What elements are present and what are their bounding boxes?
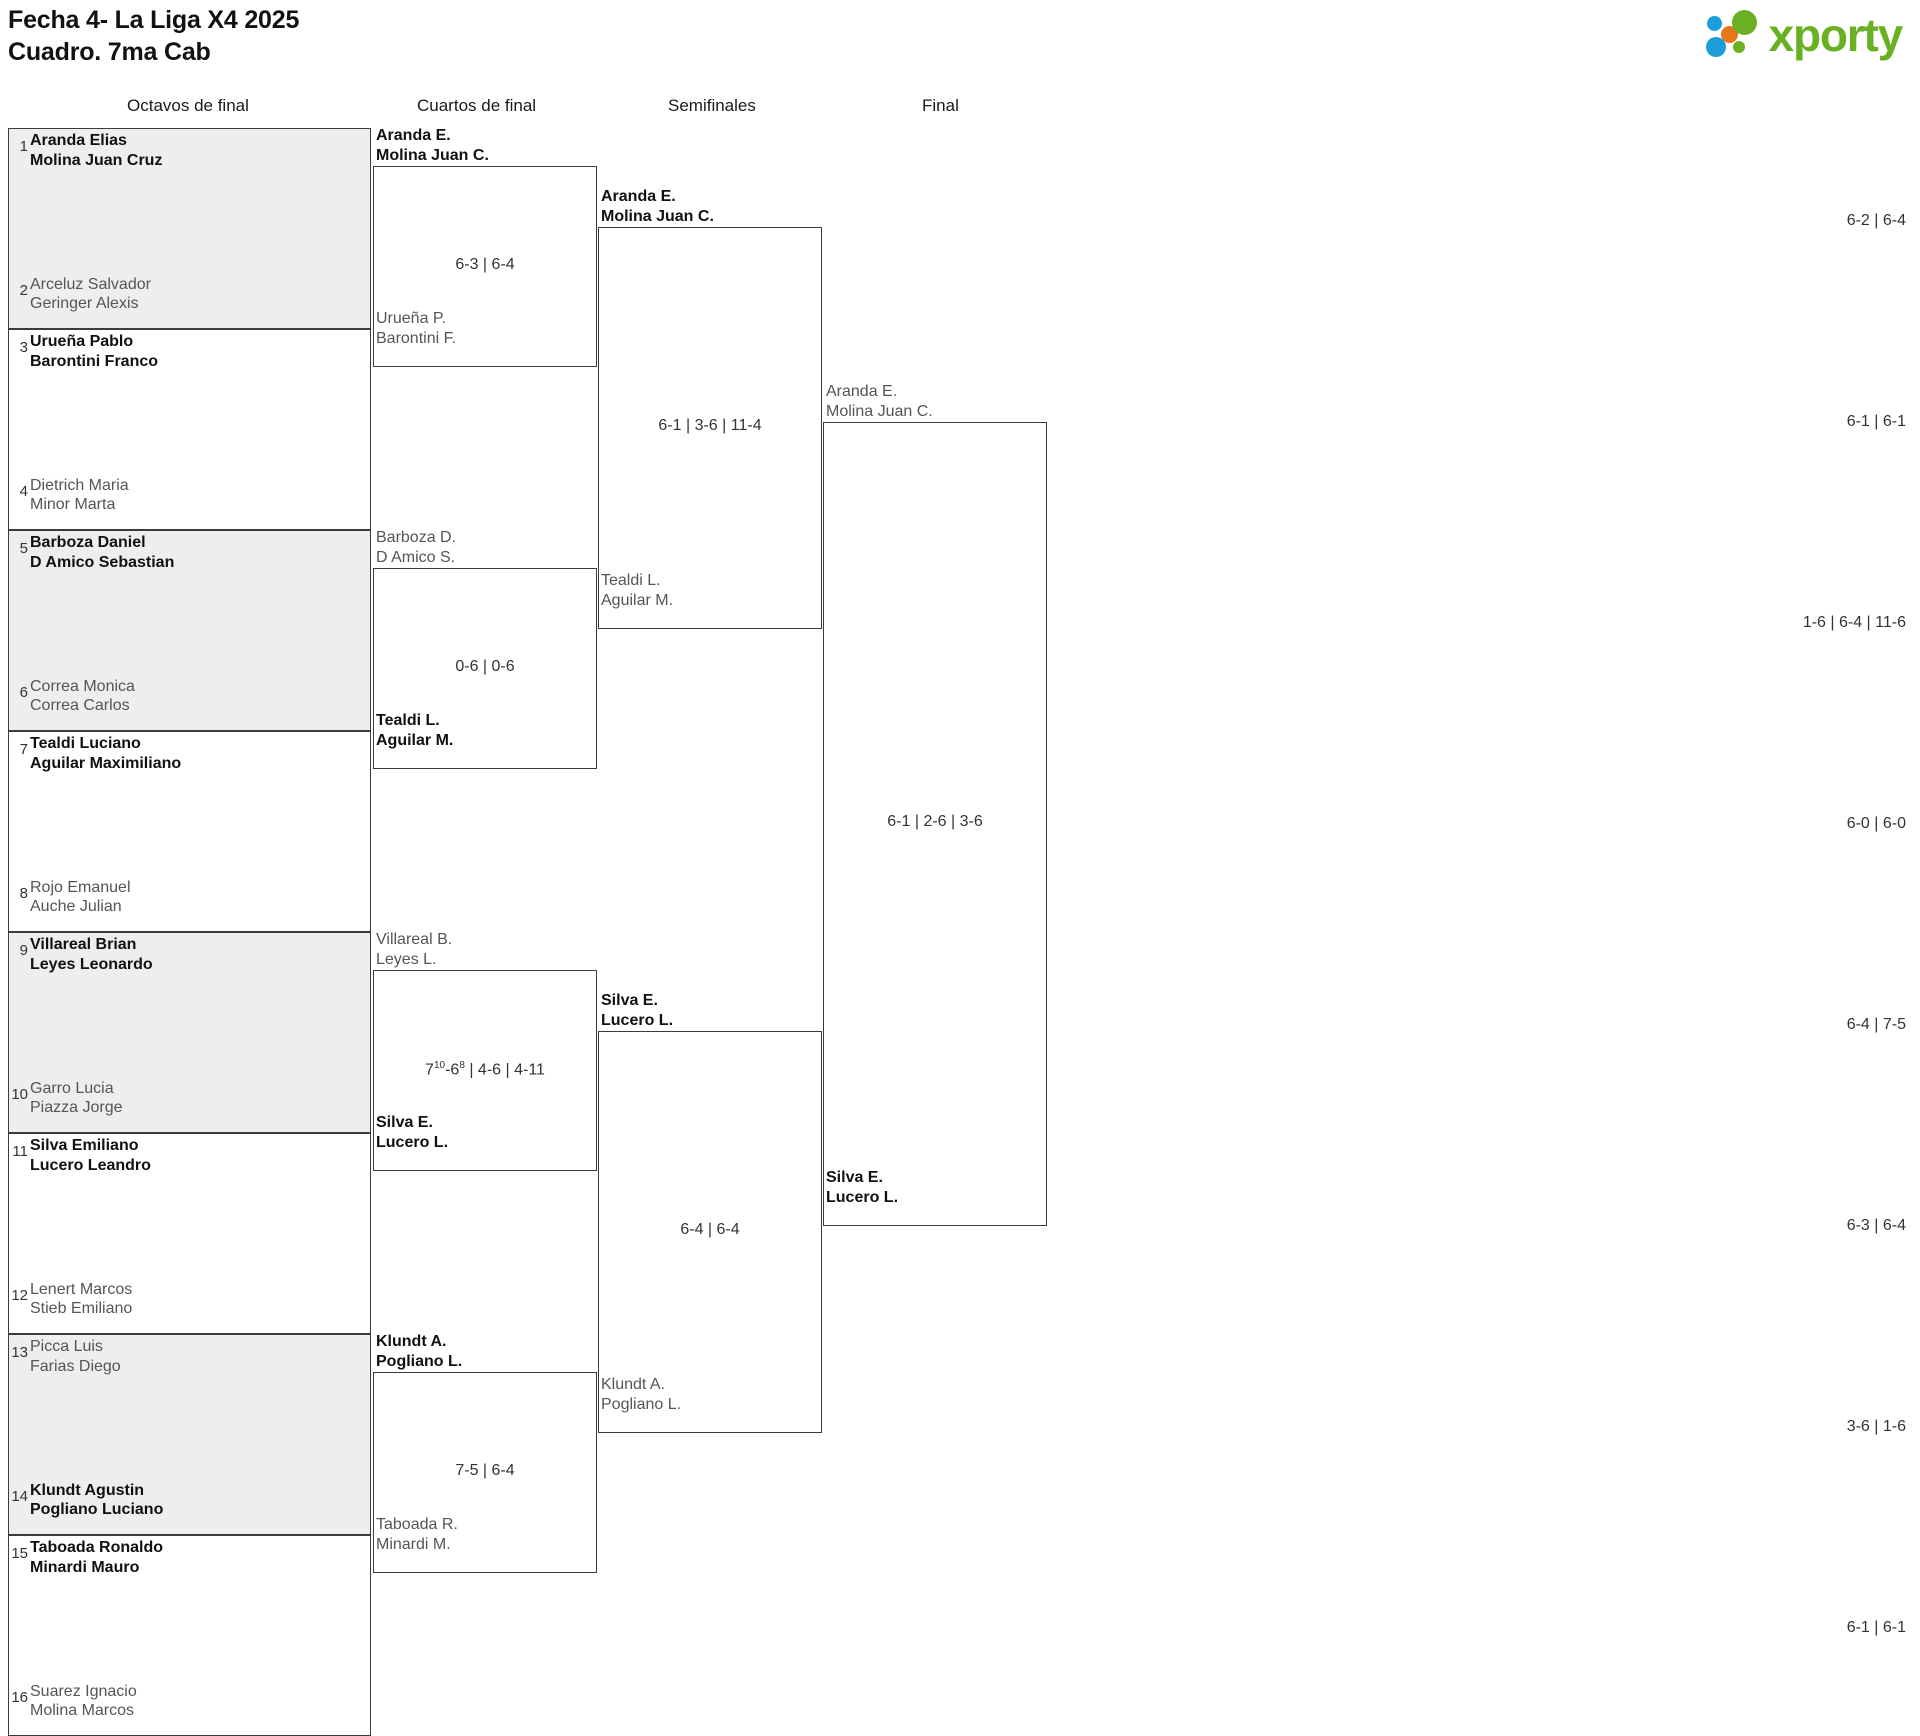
r1-seed-10: 10 [11, 1085, 28, 1103]
r1-team-5-top[interactable]: Villareal Brian Leyes Leonardo [30, 936, 153, 973]
r1-team-7-top[interactable]: Picca Luis Farias Diego [30, 1338, 121, 1375]
r1-seed-3: 3 [19, 339, 28, 356]
r1-score-3: 1-6 | 6-4 | 11-6 [1802, 613, 1906, 631]
r3-team-2-top[interactable]: Silva E. Lucero L. [601, 992, 674, 1029]
r1-team-1-top[interactable]: Aranda Elias Molina Juan Cruz [30, 132, 163, 169]
r1-team-3-top[interactable]: Barboza Daniel D Amico Sebastian [30, 534, 175, 571]
r1-team-3-bottom[interactable]: Correa Monica Correa Carlos [30, 677, 135, 715]
r1-team-2-bottom[interactable]: Dietrich Maria Minor Marta [30, 476, 129, 514]
r1-team-7-bottom[interactable]: Klundt Agustin Pogliano Luciano [30, 1481, 164, 1519]
r2-match-3[interactable] [373, 970, 597, 1171]
r1-seed-1: 1 [19, 138, 28, 155]
r1-score-1: 6-2 | 6-4 [1846, 211, 1906, 229]
r2-team-1-top[interactable]: Aranda E. Molina Juan C. [376, 127, 489, 164]
r2-score-1: 6-3 | 6-4 [455, 255, 515, 273]
r1-team-8-bottom[interactable]: Suarez Ignacio Molina Marcos [30, 1682, 137, 1720]
r1-team-8-top[interactable]: Taboada Ronaldo Minardi Mauro [30, 1539, 164, 1576]
r2-team-4-bottom[interactable]: Taboada R. Minardi M. [376, 1516, 458, 1553]
r4-team-1-bottom[interactable]: Silva E. Lucero L. [826, 1169, 899, 1206]
logo-dot-blue-small-icon [1706, 16, 1722, 31]
r1-team-4-top[interactable]: Tealdi Luciano Aguilar Maximiliano [30, 735, 182, 772]
r1-match-2[interactable] [8, 329, 371, 530]
r1-seed-7: 7 [19, 741, 28, 758]
r2-score-2: 0-6 | 0-6 [455, 657, 515, 675]
r1-team-4-bottom[interactable]: Rojo Emanuel Auche Julian [30, 878, 131, 916]
r2-team-3-bottom[interactable]: Silva E. Lucero L. [376, 1114, 449, 1151]
r2-score-4: 7-5 | 6-4 [455, 1461, 515, 1479]
r3-score-2: 6-4 | 6-4 [680, 1221, 740, 1238]
r1-seed-12: 12 [11, 1286, 28, 1304]
r2-team-2-bottom[interactable]: Tealdi L. Aguilar M. [376, 712, 454, 749]
r1-match-3[interactable] [8, 530, 371, 731]
round-header-final: Final [922, 96, 959, 115]
r1-score-5: 6-4 | 7-5 [1846, 1015, 1906, 1033]
r1-seed-13: 13 [11, 1344, 28, 1361]
r1-team-6-top[interactable]: Silva Emiliano Lucero Leandro [30, 1137, 151, 1174]
r1-score-2: 6-1 | 6-1 [1846, 412, 1906, 430]
r1-match-6[interactable] [8, 1133, 371, 1334]
r3-score-1: 6-1 | 3-6 | 11-4 [658, 417, 762, 434]
r4-team-1-top[interactable]: Aranda E. Molina Juan C. [826, 383, 933, 420]
logo-dot-orange-icon [1720, 26, 1738, 43]
page-title: Fecha 4- La Liga X4 2025 Cuadro. 7ma Cab [8, 6, 300, 66]
r1-seed-6: 6 [19, 683, 28, 701]
logo-dots-icon [1705, 8, 1761, 60]
r1-seed-15: 15 [11, 1545, 28, 1562]
r2-match-2[interactable] [373, 568, 597, 769]
logo-dot-blue-large-icon [1705, 37, 1726, 57]
r1-seed-11: 11 [12, 1143, 28, 1160]
r1-team-2-top[interactable]: Urueña Pablo Barontini Franco [30, 333, 159, 370]
r1-seed-9: 9 [19, 942, 28, 959]
r1-seed-2: 2 [19, 281, 28, 299]
r1-seed-8: 8 [19, 884, 28, 902]
r2-match-1[interactable] [373, 166, 597, 367]
r1-match-5[interactable] [8, 932, 371, 1133]
r4-score-1: 6-1 | 2-6 | 3-6 [887, 813, 983, 830]
round-header-cuartos: Cuartos de final [417, 96, 537, 115]
xporty-logo: xporty [1705, 8, 1904, 61]
r1-score-8: 6-1 | 6-1 [1846, 1618, 1906, 1636]
r3-team-1-top[interactable]: Aranda E. Molina Juan C. [601, 188, 714, 225]
r1-score-4: 6-0 | 6-0 [1846, 814, 1906, 832]
r1-match-4[interactable] [8, 731, 371, 932]
logo-dot-green-small-icon [1732, 41, 1745, 53]
r1-score-6: 6-3 | 6-4 [1846, 1216, 1906, 1234]
r1-team-1-bottom[interactable]: Arceluz Salvador Geringer Alexis [30, 275, 151, 313]
round-header-octavos: Octavos de final [127, 96, 249, 115]
r3-team-2-bottom[interactable]: Klundt A. Pogliano L. [601, 1376, 682, 1413]
r1-seed-16: 16 [11, 1688, 28, 1706]
r1-team-6-bottom[interactable]: Lenert Marcos Stieb Emiliano [30, 1280, 133, 1318]
r1-score-7: 3-6 | 1-6 [1846, 1417, 1906, 1435]
r2-team-4-top[interactable]: Klundt A. Pogliano L. [376, 1333, 463, 1370]
r4-match-1[interactable] [823, 422, 1047, 1226]
logo-dot-green-large-icon [1731, 10, 1757, 35]
r2-team-2-top[interactable]: Barboza D. D Amico S. [376, 529, 457, 566]
r3-team-1-bottom[interactable]: Tealdi L. Aguilar M. [601, 572, 674, 609]
r3-match-1[interactable] [598, 227, 822, 629]
r1-match-1[interactable] [8, 128, 371, 329]
r1-seed-5: 5 [19, 540, 28, 557]
brand-wordmark: xporty [1768, 9, 1904, 61]
round-header-semifinales: Semifinales [668, 96, 756, 115]
r1-seed-14: 14 [11, 1487, 28, 1505]
r2-score-3: 710-68 | 4-6 | 4-11 [425, 1059, 545, 1078]
r3-match-2[interactable] [598, 1031, 822, 1433]
r2-team-3-top[interactable]: Villareal B. Leyes L. [376, 931, 453, 968]
r1-seed-4: 4 [19, 482, 28, 500]
r1-team-5-bottom[interactable]: Garro Lucia Piazza Jorge [30, 1079, 123, 1117]
r2-team-1-bottom[interactable]: Urueña P. Barontini F. [376, 310, 457, 347]
